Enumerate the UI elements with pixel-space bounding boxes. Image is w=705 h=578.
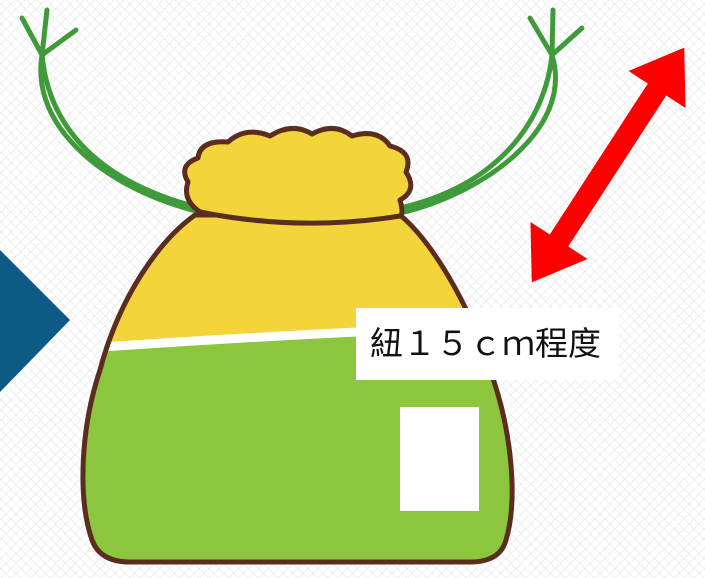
label-patch	[400, 407, 479, 511]
left-cord-icon	[19, 7, 203, 215]
nav-arrow-icon[interactable]	[0, 250, 70, 392]
cord-length-label: 紐１５ｃｍ程度	[356, 308, 619, 380]
double-headed-arrow-icon	[530, 47, 686, 283]
right-cord-icon	[397, 7, 585, 216]
drawstring-bag-icon	[80, 126, 515, 565]
